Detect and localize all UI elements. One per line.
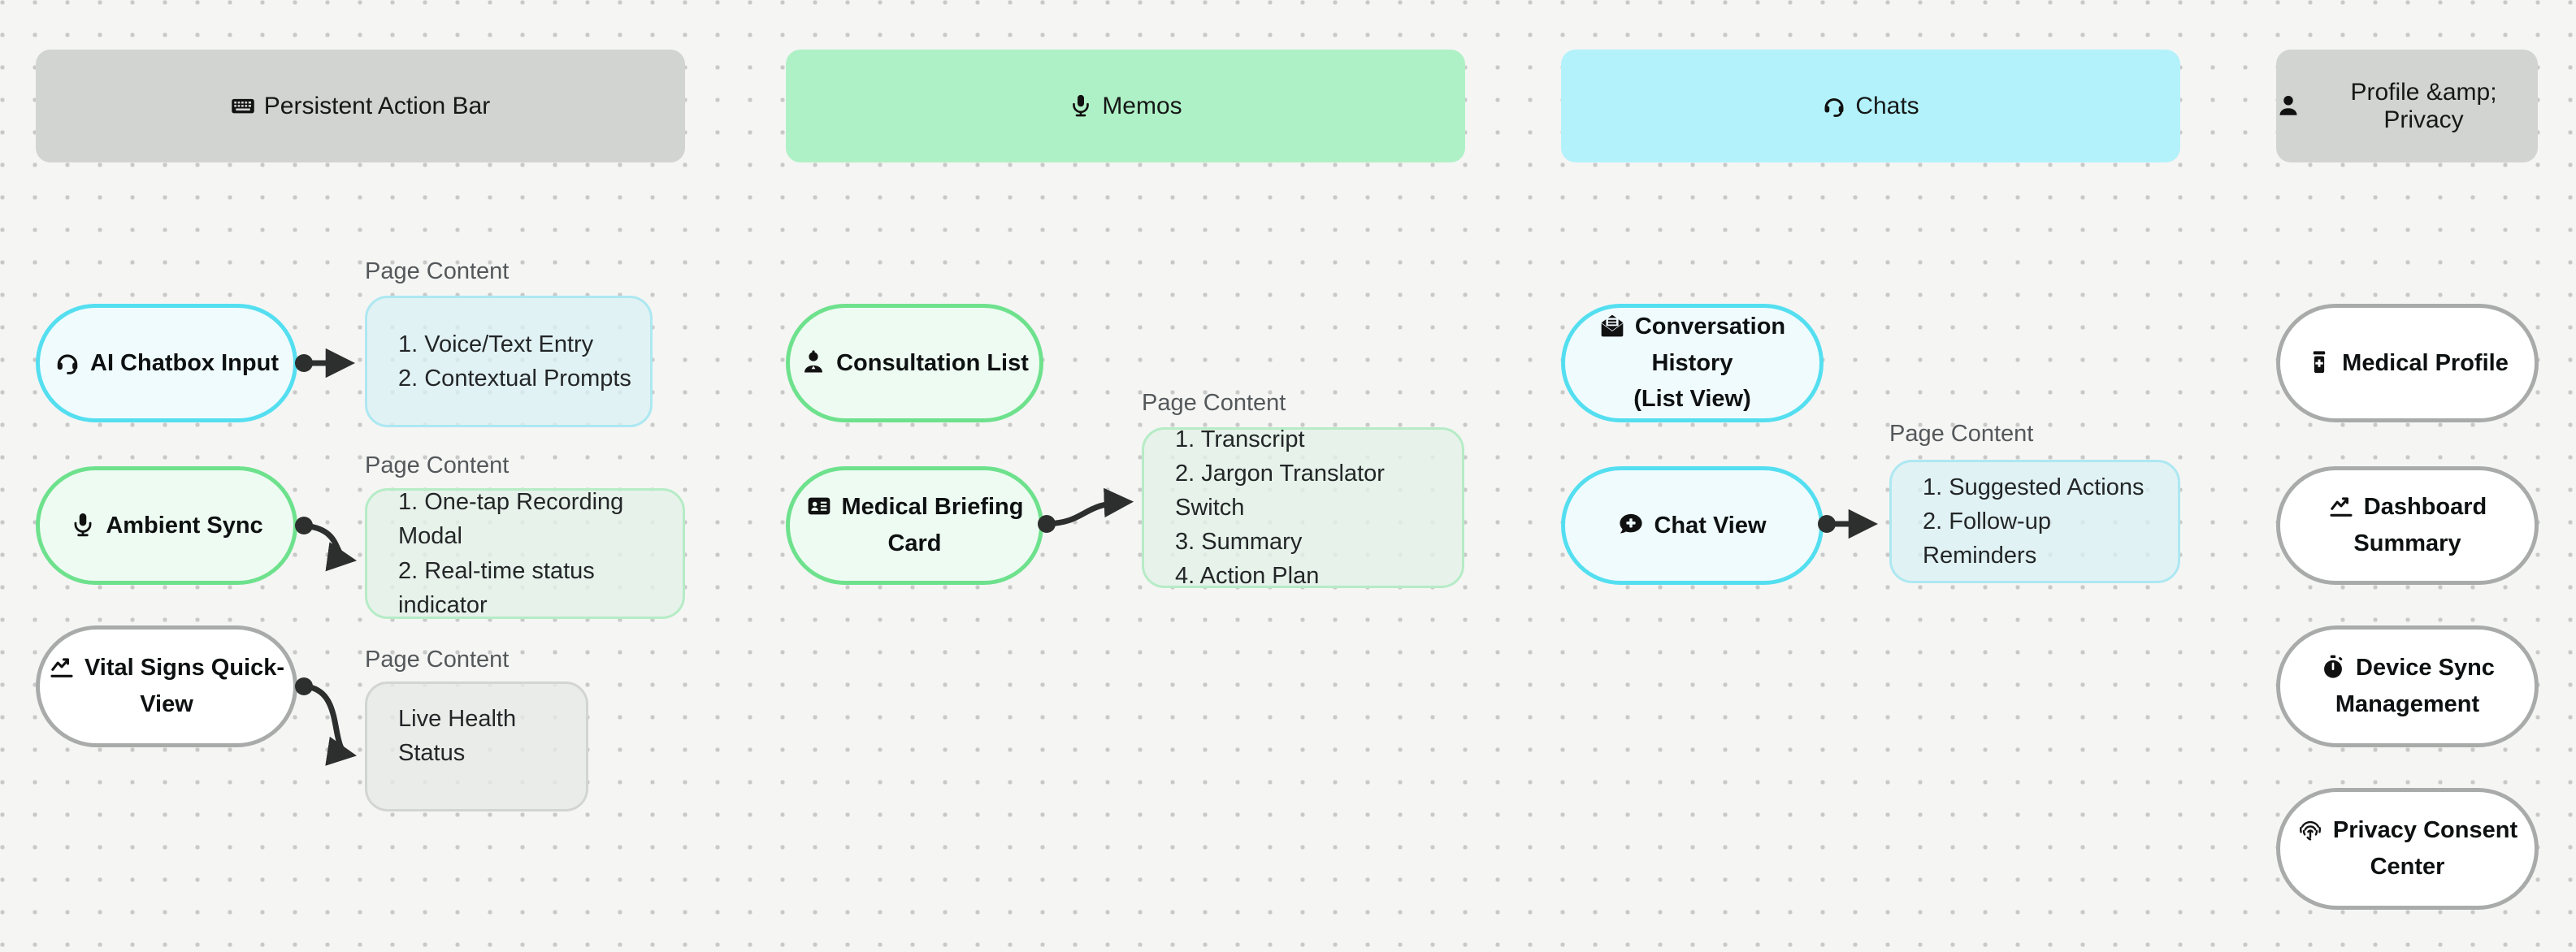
keyboard-icon <box>231 93 264 120</box>
node-label: Consultation List <box>836 349 1029 376</box>
edge-source-dot <box>1818 515 1836 533</box>
node-medical-briefing-card[interactable]: Medical Briefing Card <box>786 466 1043 585</box>
page-content-label: Page Content <box>365 452 510 478</box>
edge-source-dot <box>295 354 313 372</box>
header-label: Memos <box>1102 92 1182 119</box>
node-label: Medical Briefing Card <box>841 494 1024 556</box>
envelope-open-text-icon <box>1599 309 1635 345</box>
content-box-vital-signs[interactable]: Live Health Status <box>365 682 588 811</box>
node-label-line2: (List View) <box>1633 386 1751 413</box>
edge-source-dot <box>1038 515 1056 533</box>
edge-source-dot <box>295 677 313 695</box>
content-line: 1. Transcript <box>1175 426 1305 452</box>
node-label: Conversation History <box>1634 313 1786 376</box>
edge-vital-signs-to-content <box>301 683 357 766</box>
edge-source-dot <box>295 517 313 534</box>
header-label: Persistent Action Bar <box>263 92 491 119</box>
id-card-icon <box>806 489 842 526</box>
node-label: Dashboard Summary <box>2353 494 2487 556</box>
page-content-label: Page Content <box>365 647 510 673</box>
node-text: Dashboard Summary <box>2288 489 2526 562</box>
node-text: Chat View <box>1618 508 1767 544</box>
content-line: 1. Voice/Text Entry <box>398 331 594 357</box>
node-privacy-consent-center[interactable]: Privacy Consent Center <box>2276 788 2539 910</box>
header-persistent-action-bar[interactable]: Persistent Action Bar <box>36 50 685 162</box>
content-box-ambient-sync[interactable]: 1. One-tap Recording Modal 2. Real-time … <box>365 488 685 619</box>
prescription-bottle-icon <box>2306 345 2342 382</box>
microphone-icon <box>1069 93 1102 120</box>
node-dashboard-summary[interactable]: Dashboard Summary <box>2276 466 2539 585</box>
node-text: Medical Briefing Card <box>798 489 1031 562</box>
node-label: Privacy Consent <box>2332 817 2518 844</box>
header-memos[interactable]: Memos <box>786 50 1465 162</box>
user-doctor-icon <box>800 345 836 382</box>
node-text: Conversation History (List View) <box>1573 309 1811 418</box>
page-content-label: Page Content <box>1142 390 1286 416</box>
content-line: 2. Contextual Prompts <box>398 366 631 392</box>
node-label: Chat View <box>1654 512 1767 539</box>
content-line: 2. Jargon Translator Switch <box>1175 460 1385 521</box>
node-ambient-sync[interactable]: Ambient Sync <box>36 466 297 585</box>
node-label: AI Chatbox Input <box>90 349 279 376</box>
node-device-sync-management[interactable]: Device Sync Management <box>2276 625 2539 747</box>
content-box-ai-chatbox[interactable]: 1. Voice/Text Entry 2. Contextual Prompt… <box>365 296 653 427</box>
header-chats[interactable]: Chats <box>1561 50 2180 162</box>
microphone-icon <box>70 508 106 544</box>
node-medical-profile[interactable]: Medical Profile <box>2276 304 2539 422</box>
page-content-label: Page Content <box>365 258 510 284</box>
node-text: Device Sync Management <box>2320 650 2495 723</box>
page-content-label: Page Content <box>1889 421 2034 447</box>
node-label-line2: Center <box>2370 854 2445 880</box>
node-label: Device Sync <box>2356 655 2495 682</box>
node-label-line2: View <box>140 691 193 717</box>
node-label: Ambient Sync <box>106 512 263 539</box>
content-line: 3. Summary <box>1175 529 1303 556</box>
node-text: Consultation List <box>800 345 1029 382</box>
node-text: AI Chatbox Input <box>54 345 279 382</box>
content-line: 2. Follow-up Reminders <box>1923 508 2051 569</box>
header-label: Chats <box>1855 92 1919 119</box>
stopwatch-icon <box>2320 650 2356 686</box>
node-label: Medical Profile <box>2342 349 2509 376</box>
content-line: 2. Real-time status indicator <box>398 557 595 618</box>
fingerprint-icon <box>2297 812 2333 849</box>
node-text: Privacy Consent Center <box>2297 812 2517 885</box>
content-line: 4. Action Plan <box>1175 563 1320 590</box>
node-label: Vital Signs Quick- <box>84 655 285 682</box>
chart-line-icon <box>49 650 85 686</box>
content-line: 1. One-tap Recording Modal <box>398 489 624 550</box>
content-box-chat-view[interactable]: 1. Suggested Actions 2. Follow-up Remind… <box>1889 460 2180 583</box>
node-conversation-history[interactable]: Conversation History (List View) <box>1561 304 1824 422</box>
header-label: Profile &amp; Privacy <box>2350 78 2497 133</box>
headset-icon <box>54 345 90 382</box>
node-text: Vital Signs Quick- View <box>49 650 284 723</box>
node-text: Ambient Sync <box>70 508 263 544</box>
node-vital-signs-quick-view[interactable]: Vital Signs Quick- View <box>36 625 297 747</box>
node-chat-view[interactable]: Chat View <box>1561 466 1824 585</box>
chart-line-icon <box>2328 489 2364 526</box>
edge-medical-briefing-to-content <box>1043 487 1134 527</box>
content-line: Live Health Status <box>398 705 517 766</box>
content-line: 1. Suggested Actions <box>1923 474 2144 500</box>
comment-medical-icon <box>1618 508 1654 544</box>
edge-ambient-sync-to-content <box>301 522 358 572</box>
node-ai-chatbox-input[interactable]: AI Chatbox Input <box>36 304 297 422</box>
node-consultation-list[interactable]: Consultation List <box>786 304 1043 422</box>
node-label-line2: Management <box>2335 691 2480 717</box>
header-profile-privacy[interactable]: Profile &amp; Privacy <box>2276 50 2538 162</box>
node-text: Medical Profile <box>2306 345 2509 382</box>
content-box-medical-briefing[interactable]: 1. Transcript 2. Jargon Translator Switc… <box>1142 426 1464 589</box>
headset-icon <box>1822 93 1855 120</box>
user-icon <box>2276 93 2309 120</box>
